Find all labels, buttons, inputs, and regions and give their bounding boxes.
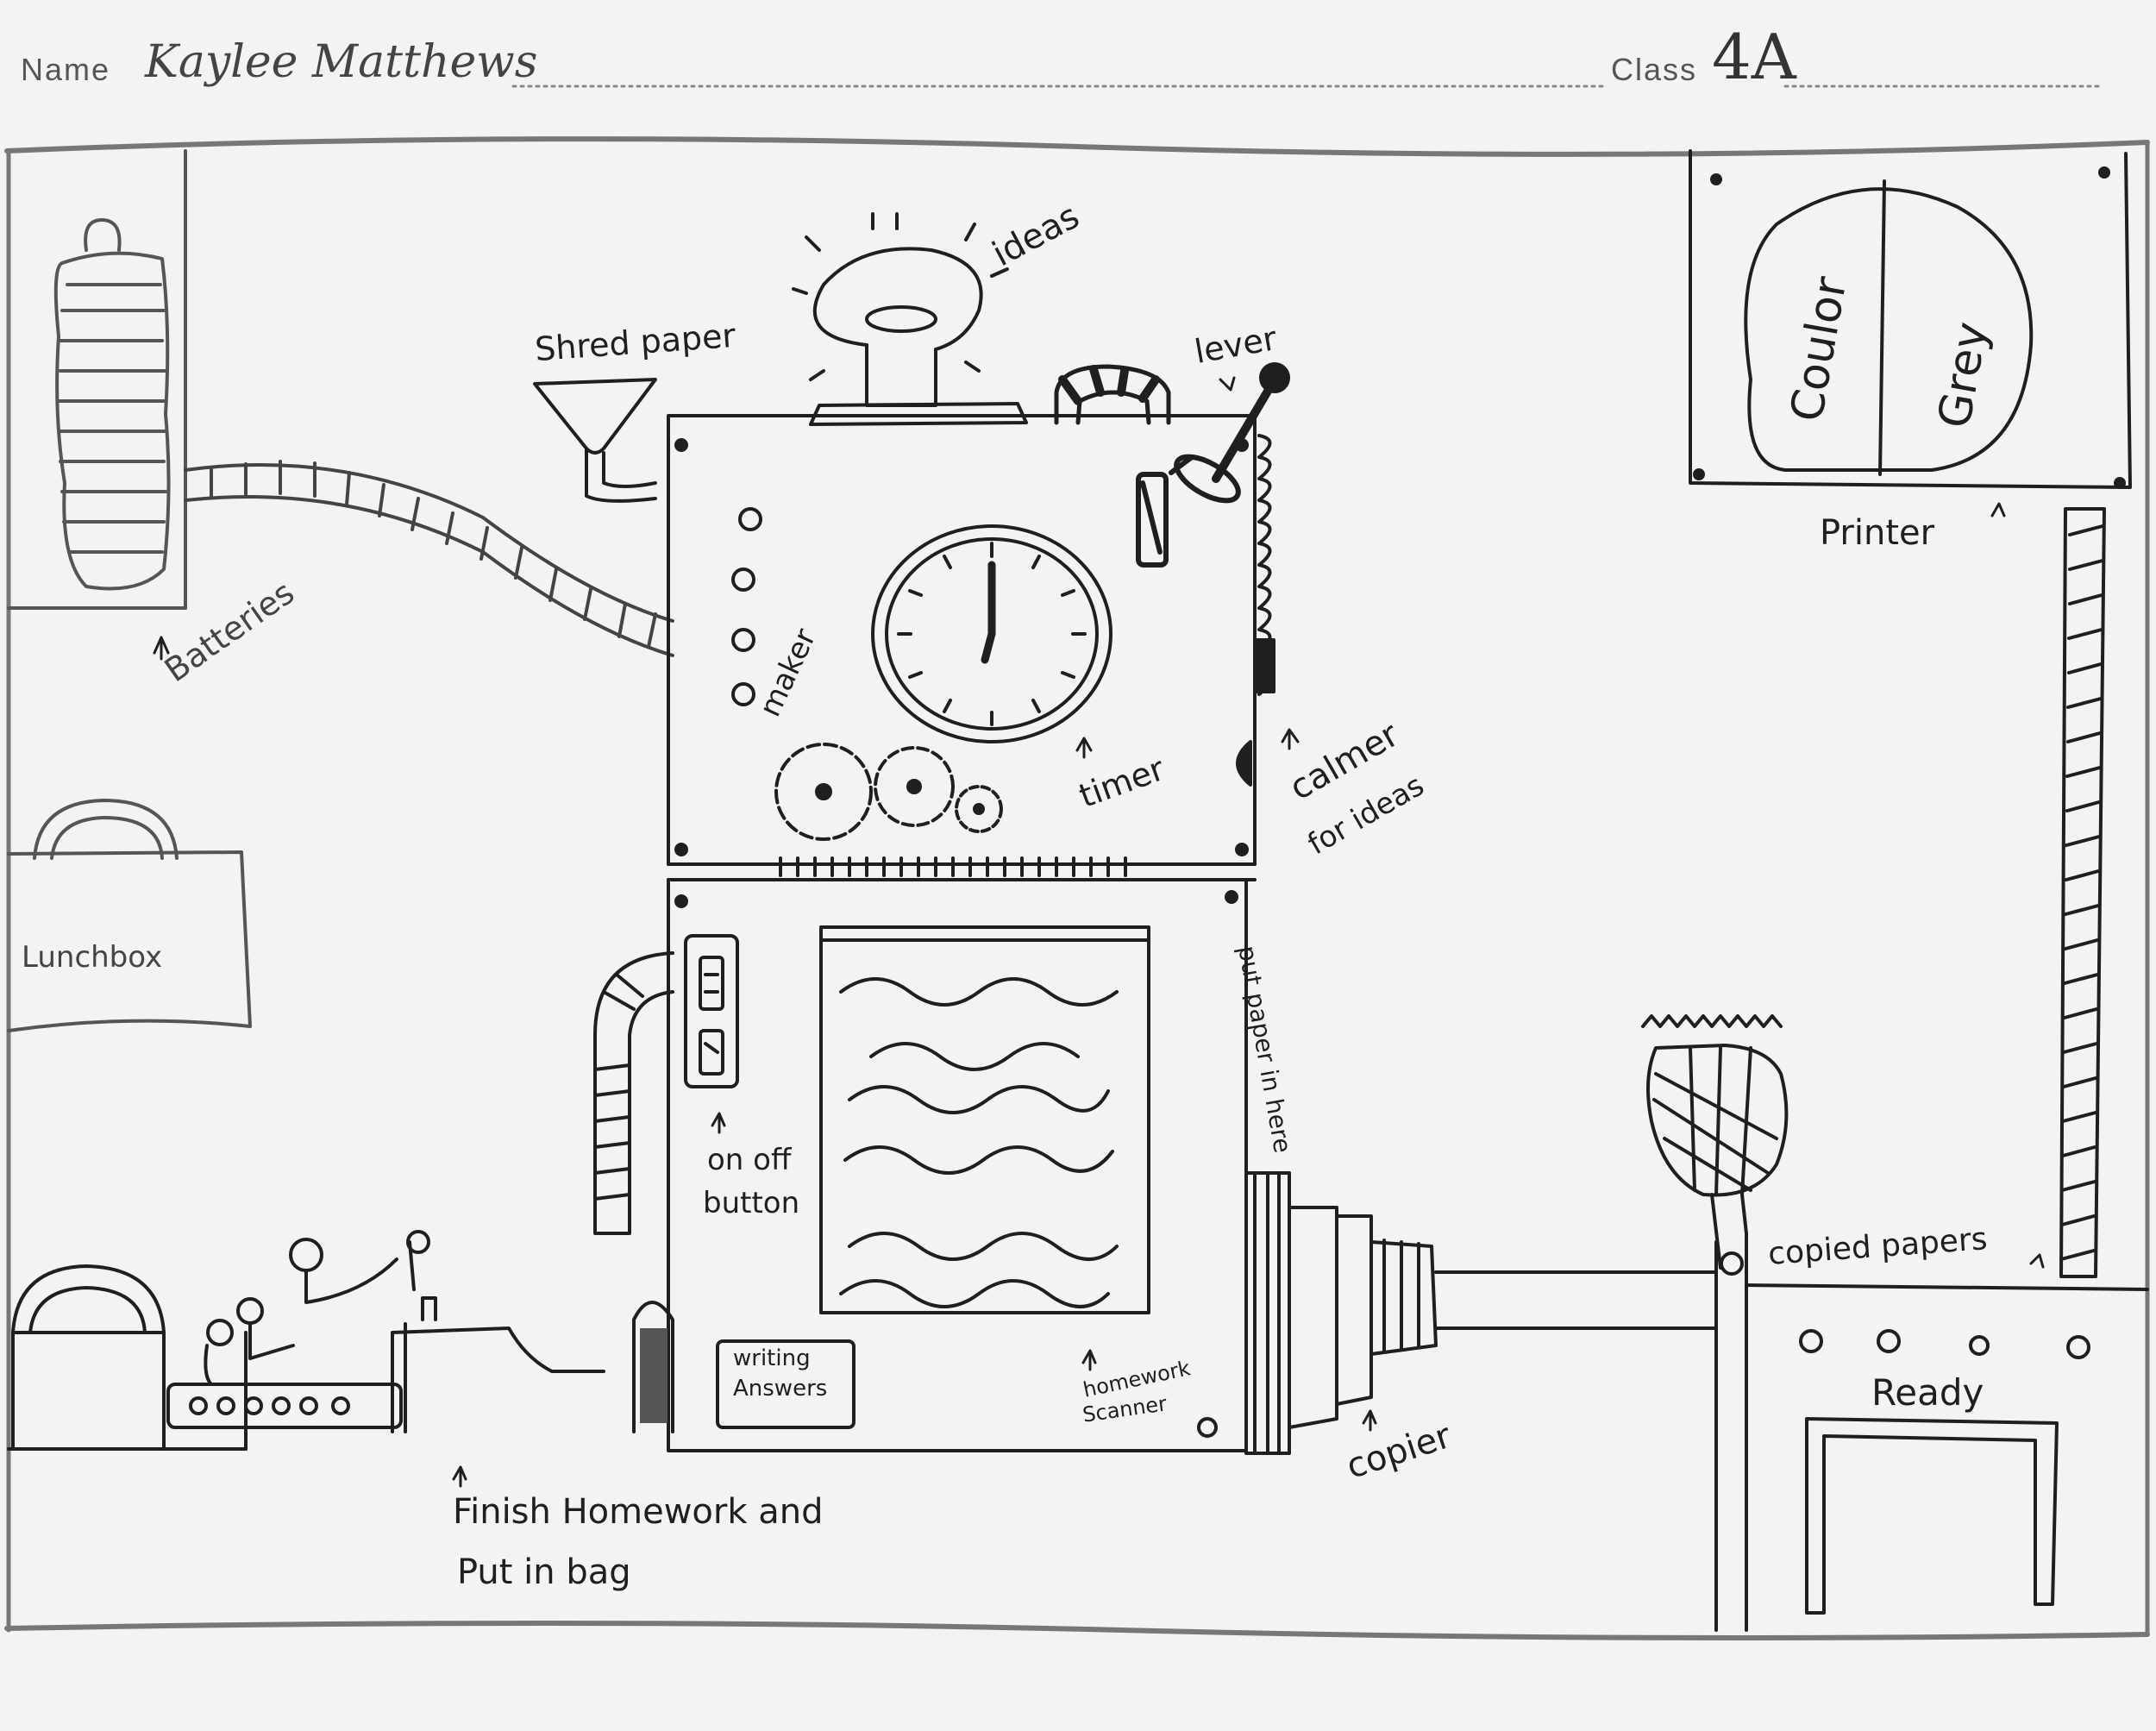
hose-icon (1054, 364, 1171, 425)
gears-icon (774, 743, 1003, 841)
machine-divider (667, 856, 1257, 881)
label-put-in-bag: Put in bag (457, 1552, 631, 1592)
conveyor-base (7, 1322, 407, 1451)
class-prompt: Class (1611, 52, 1698, 87)
paper-slot (819, 925, 1150, 1314)
name-prompt: Name (21, 52, 111, 87)
lunchbox-icon (7, 799, 252, 1032)
label-arrows (153, 376, 2045, 1488)
frame-top (4, 136, 2150, 157)
label-finish-homework: Finish Homework and (453, 1492, 824, 1532)
label-printer: Printer (1820, 513, 1935, 553)
label-lunchbox: Lunchbox (22, 940, 163, 975)
class-value: 4A (1712, 21, 1796, 93)
printer-icon (1689, 149, 2132, 489)
flex-hose (593, 951, 674, 1235)
machine-lower-box (667, 878, 1248, 1452)
shred-paper-funnel (533, 378, 657, 503)
scanner-head-icon (1641, 1014, 1789, 1632)
timer-clock-icon (871, 524, 1112, 743)
machine-button-4 (731, 682, 755, 706)
label-on-off: on off (707, 1143, 792, 1177)
label-button: button (703, 1186, 800, 1220)
battery-cable (184, 460, 674, 657)
machine-door (632, 1301, 674, 1433)
writing-answers-panel (716, 1339, 856, 1429)
calmer-coil (1236, 434, 1275, 787)
machine-button-2 (731, 568, 755, 592)
pedestal (391, 1296, 605, 1433)
copier-nozzle (1244, 1171, 1718, 1455)
label-answers: Answers (733, 1376, 828, 1402)
idea-bulb (792, 212, 1028, 426)
on-off-switch (684, 934, 739, 1088)
frame-bottom (4, 1620, 2150, 1640)
ready-panel (1745, 1283, 2149, 1615)
bag-icon (11, 1264, 166, 1451)
machine-button-3 (731, 628, 755, 652)
label-writing: writing (733, 1345, 811, 1371)
student-name: Kaylee Matthews (145, 36, 538, 88)
label-ready: Ready (1871, 1371, 1984, 1414)
assembly-arms (166, 1230, 430, 1429)
scanner-button (1197, 1417, 1218, 1438)
lever-icon (1136, 362, 1290, 568)
batteries-icon (7, 149, 187, 610)
machine-button-1 (738, 507, 762, 531)
paper-chute (2059, 507, 2106, 1278)
